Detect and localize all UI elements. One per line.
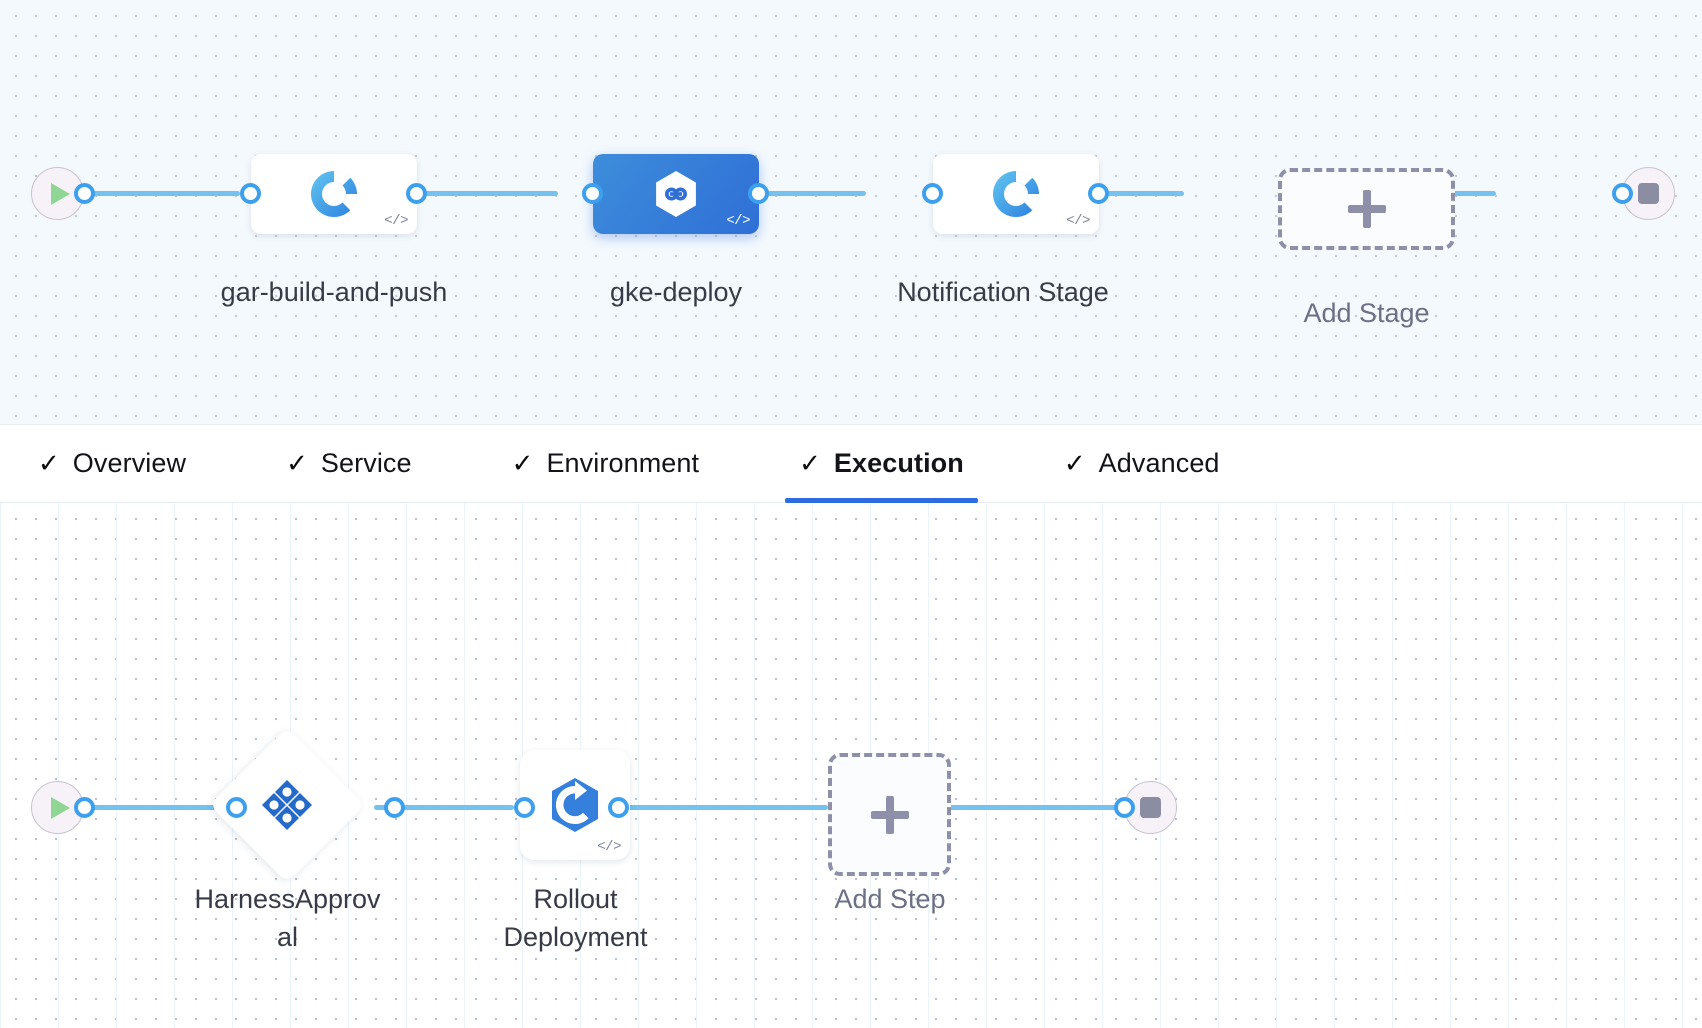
stage-port-2-in[interactable]	[582, 183, 603, 204]
step-port-1-out[interactable]	[384, 797, 405, 818]
plus-icon	[1347, 190, 1386, 228]
stage-label-notification-stage: Notification Stage	[897, 277, 1109, 307]
stage-config-tabs: ✓ Overview ✓ Service ✓ Environment ✓ Exe…	[0, 424, 1702, 503]
tab-label: Execution	[833, 448, 964, 478]
tab-label: Overview	[72, 448, 187, 478]
stop-icon	[1638, 183, 1659, 204]
stage-canvas[interactable]: </> gar-build-and-push </> gke-deploy	[0, 0, 1702, 424]
stage-port-2-out[interactable]	[748, 183, 769, 204]
step-node-rollout-deployment[interactable]: </>	[520, 750, 630, 860]
plus-icon	[870, 795, 909, 834]
yaml-badge-icon: </>	[384, 213, 408, 229]
harness-ci-build-icon	[308, 168, 360, 220]
step-connector-line-4	[882, 805, 1124, 810]
tab-label: Service	[320, 448, 412, 478]
step-port-2-out[interactable]	[608, 797, 629, 818]
stage-node-gar-build-and-push[interactable]: </>	[251, 154, 417, 234]
yaml-badge-icon: </>	[597, 839, 621, 855]
tab-label: Environment	[546, 448, 700, 478]
stage-port-end-in[interactable]	[1612, 183, 1633, 204]
tab-environment[interactable]: ✓ Environment	[498, 424, 713, 503]
harness-ci-build-icon	[990, 168, 1042, 220]
step-connector-line-1	[82, 805, 227, 810]
stage-label-gke-deploy: gke-deploy	[609, 277, 743, 307]
check-icon: ✓	[511, 447, 534, 478]
step-label-line-2: al	[276, 922, 298, 953]
play-icon	[51, 182, 70, 205]
stage-connector-line-1	[82, 191, 240, 196]
yaml-badge-icon: </>	[1066, 213, 1090, 229]
stage-label-gar-build-and-push: gar-build-and-push	[220, 277, 448, 307]
execution-step-canvas[interactable]: HarnessApprov al </> Rollout Deployment …	[0, 503, 1702, 1028]
step-port-start-out[interactable]	[74, 797, 95, 818]
tab-overview[interactable]: ✓ Overview	[24, 424, 200, 503]
tab-advanced[interactable]: ✓ Advanced	[1050, 424, 1234, 503]
play-icon	[51, 796, 70, 819]
stage-port-start-out[interactable]	[74, 183, 95, 204]
check-icon: ✓	[799, 447, 821, 478]
stage-node-notification-stage[interactable]: </>	[933, 154, 1099, 234]
step-port-2-in[interactable]	[514, 797, 535, 818]
stage-port-1-in[interactable]	[240, 183, 261, 204]
step-port-1-in[interactable]	[226, 797, 247, 818]
tab-execution[interactable]: ✓ Execution	[785, 424, 978, 503]
stage-connector-line-3	[702, 191, 866, 196]
add-step-button[interactable]	[828, 753, 951, 876]
add-stage-button[interactable]	[1278, 168, 1455, 250]
check-icon: ✓	[286, 447, 308, 478]
check-icon: ✓	[38, 447, 60, 478]
step-port-end-in[interactable]	[1114, 797, 1135, 818]
step-label-line-2: Deployment	[503, 922, 648, 953]
step-label-line-1: HarnessApprov	[194, 884, 381, 914]
stop-icon	[1140, 797, 1161, 818]
yaml-badge-icon: </>	[726, 213, 750, 229]
add-step-label: Add Step	[834, 884, 946, 914]
tab-service[interactable]: ✓ Service	[272, 424, 426, 503]
step-label-line-1: Rollout	[533, 884, 618, 914]
step-connector-line-3	[618, 805, 828, 810]
stage-port-3-out[interactable]	[1088, 183, 1109, 204]
k8s-rollout-icon	[544, 774, 606, 836]
step-label-rollout-deployment: Rollout Deployment	[468, 880, 683, 957]
tab-label: Advanced	[1098, 448, 1220, 478]
step-connector-line-2	[374, 805, 514, 810]
stage-port-3-in[interactable]	[922, 183, 943, 204]
stage-connector-line-2	[390, 191, 558, 196]
add-stage-label: Add Stage	[1303, 298, 1430, 328]
stage-port-1-out[interactable]	[406, 183, 427, 204]
check-icon: ✓	[1063, 447, 1086, 478]
step-label-harness-approval: HarnessApprov al	[180, 880, 395, 957]
stage-node-gke-deploy[interactable]: </>	[593, 154, 759, 234]
harness-cd-deploy-icon	[650, 168, 702, 220]
